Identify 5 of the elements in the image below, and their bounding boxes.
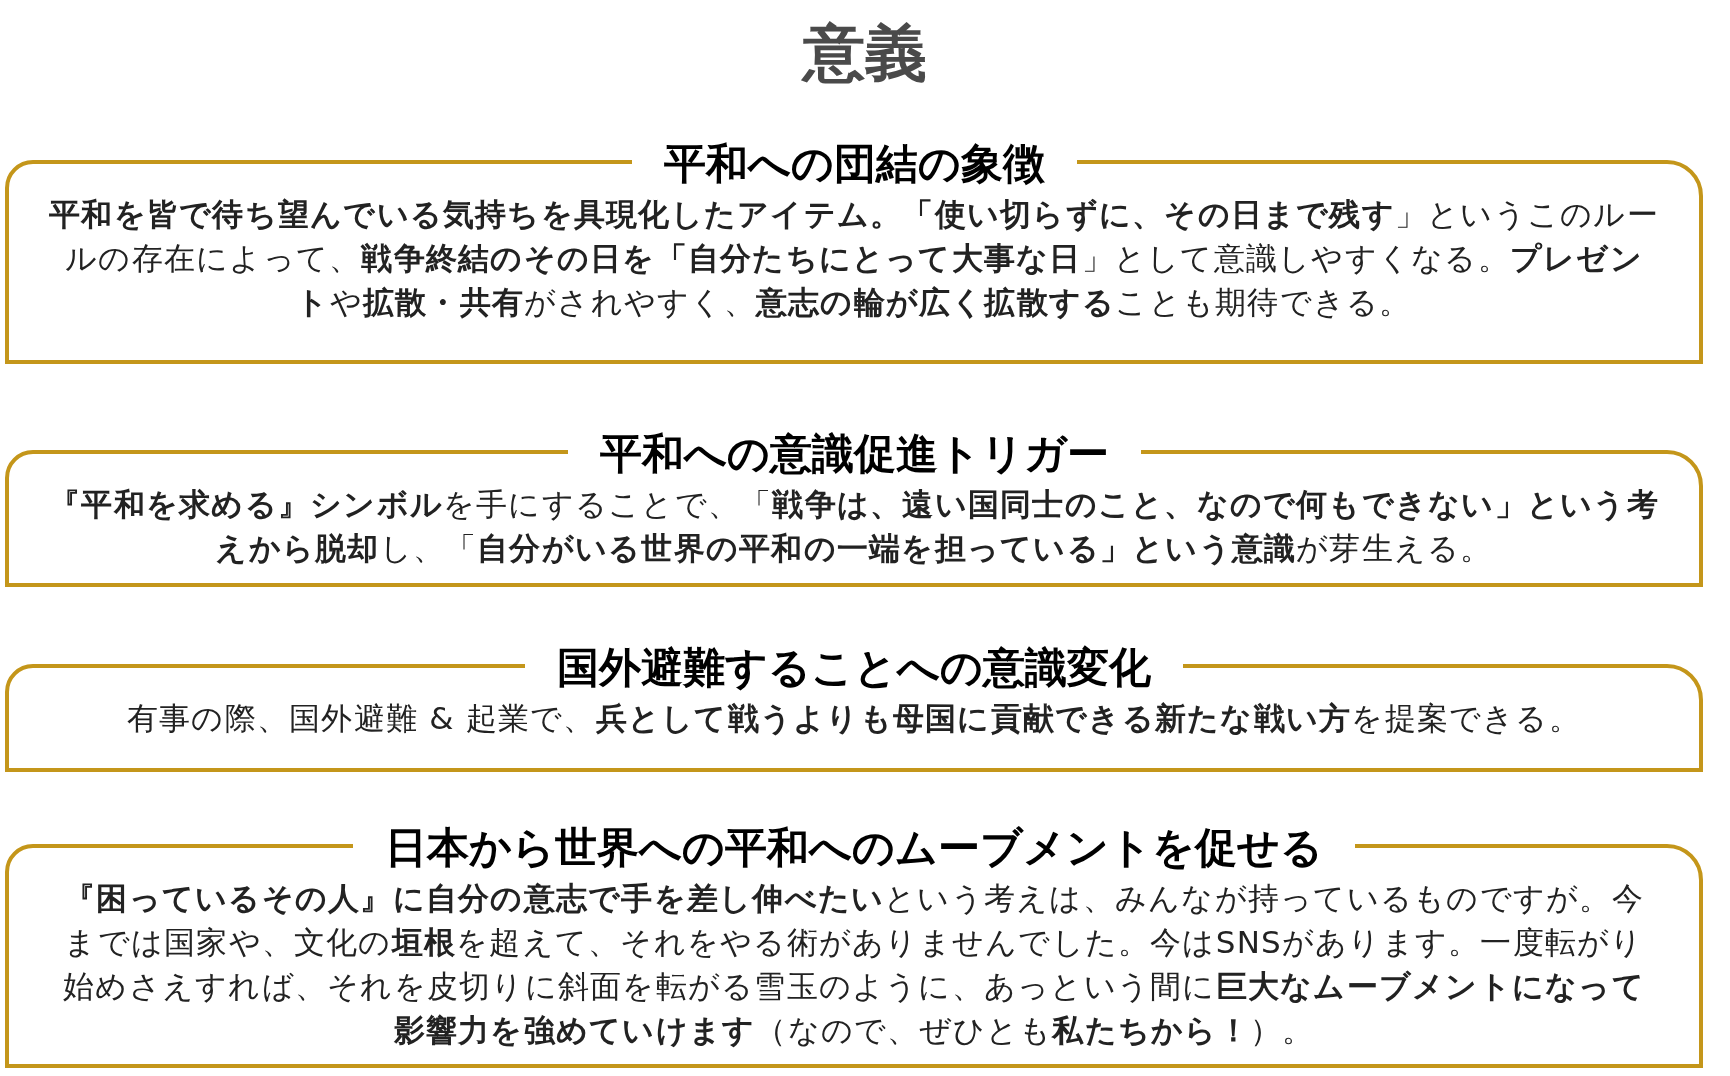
section-text: 『困っているその人』に自分の意志で手を差し伸べたいという考えは、みんなが持っているものですが。今までは国家や、文化の垣根を超えて、それをやる術がありませんでした。今はSNSがあります。一度転がり始めさえすれば、それを皮切りに斜面を転がる雪玉のように、あっという間に巨大なムーブメントになって影響力を強めていけます（なので、ぜひとも私たちから！）。 <box>62 879 1646 1050</box>
section-text: 平和を皆で待ち望んでいる気持ちを具現化したアイテム。「使い切らずに、その日まで残す」というこのルールの存在によって、戦争終結のその日を「自分たちにとって大事な日」として意識しやすくなる。プレゼントや拡散・共有がされやすく、意志の輪が広く拡散することも期待できる。 <box>49 195 1659 322</box>
page-title: 意義 <box>800 22 928 84</box>
section-text: 『平和を求める』シンボルを手にすることで、「戦争は、遠い国同士のこと、なので何もできない」という考えから脱却し、「自分がいる世界の平和の一端を担っている」という意識が芽生える。 <box>49 485 1659 568</box>
section-text: 有事の際、国外避難 & 起業で、兵として戦うよりも母国に貢献できる新たな戦い方を提案できる。 <box>127 699 1581 738</box>
